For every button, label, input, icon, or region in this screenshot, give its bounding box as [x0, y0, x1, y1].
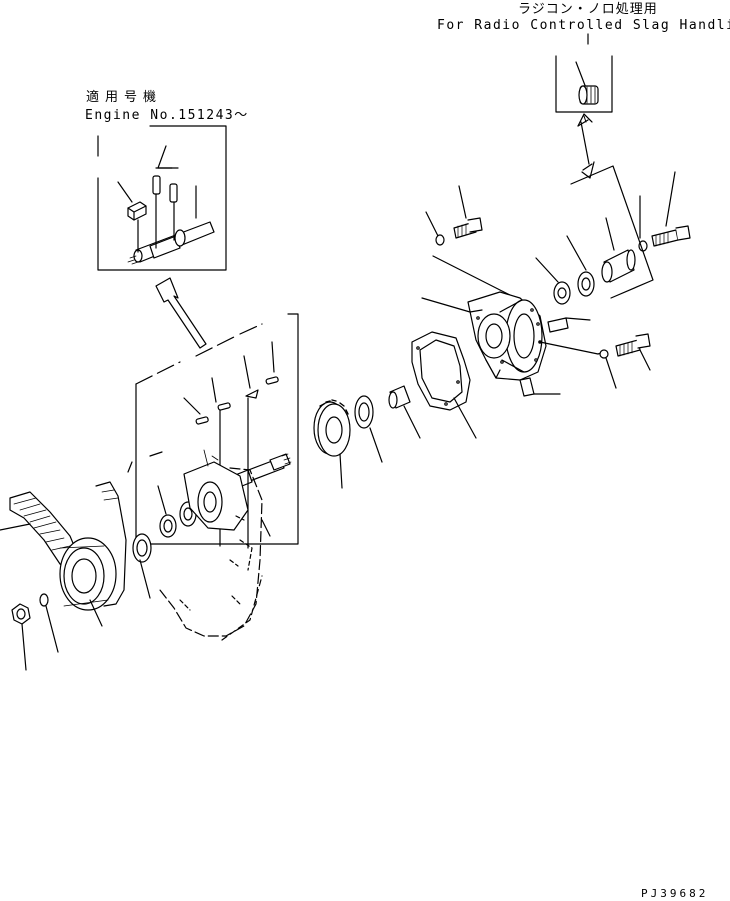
- sleeve-leader: [605, 217, 615, 251]
- sleeve-panel: [570, 165, 654, 299]
- gasket: [411, 331, 477, 439]
- double-arrow-icon: [577, 113, 595, 179]
- shaft-assembly: [135, 313, 299, 549]
- pump-housing: [421, 291, 547, 381]
- housing-screws: [519, 317, 617, 397]
- engine-inset: [97, 125, 227, 271]
- long-bolt: [615, 333, 651, 371]
- bearing: [354, 395, 383, 463]
- bolt-leader: [665, 171, 676, 227]
- oil-seal: [132, 533, 152, 599]
- sleeve-part-icon: [601, 249, 636, 283]
- engine-inset-bracket: [97, 125, 227, 271]
- nut-icon: [11, 603, 31, 625]
- radio-inset-leader: [575, 61, 587, 89]
- large-washers: [535, 235, 595, 305]
- radio-inset-bracket: [555, 33, 613, 113]
- bushing: [388, 385, 421, 439]
- up-arrow-icon: [155, 277, 207, 349]
- bolt-icon: [651, 225, 691, 247]
- front-case: [127, 451, 271, 641]
- pulley-fasteners: [11, 593, 59, 671]
- washer-icon: [39, 593, 49, 607]
- shaft-part-icon: [127, 193, 215, 265]
- right-bolt-group: [638, 171, 691, 252]
- key-part-icons: [183, 341, 279, 425]
- belt-pulley: [0, 481, 127, 627]
- bolt-icon: [453, 217, 483, 239]
- sleeve-panel-frame: [570, 165, 654, 299]
- block-part-icon: [127, 201, 147, 221]
- drawing-code: PJ39682: [641, 887, 709, 900]
- shaft-assembly-bracket: [135, 313, 299, 545]
- radio-control-label: For Radio Controlled Slag Handling: [437, 18, 730, 33]
- engine-label-jp: 適用号機: [86, 90, 163, 105]
- radio-control-label-jp: ラジコン・ノロ処理用: [518, 2, 658, 17]
- pin-part-icon: [152, 175, 178, 203]
- gear: [313, 399, 351, 489]
- washer-icon: [638, 240, 648, 252]
- engine-number-label: Engine No.151243～: [85, 108, 249, 123]
- bushing-part-icon: [578, 85, 599, 105]
- top-bolt-group: [425, 185, 521, 301]
- radio-control-inset: [555, 33, 613, 113]
